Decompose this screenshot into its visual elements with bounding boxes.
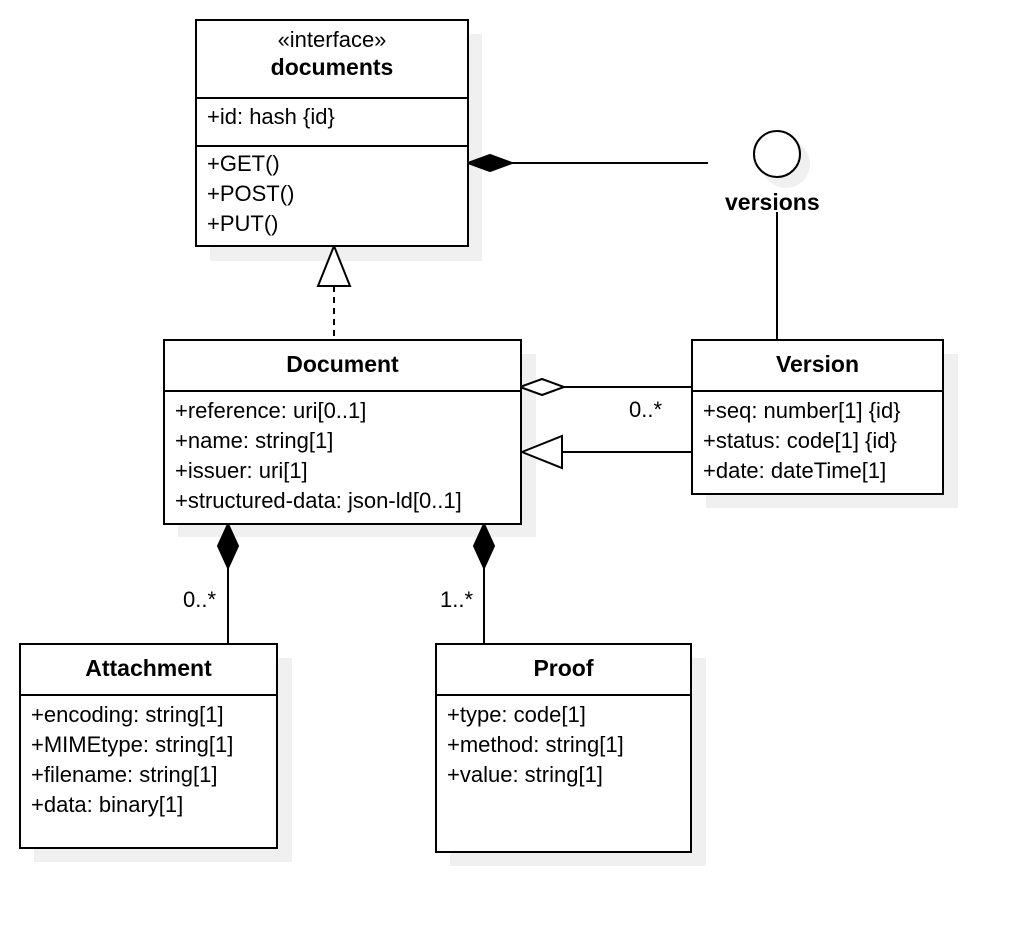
proof-class-header: Proof bbox=[437, 645, 690, 696]
version-class-name: Version bbox=[775, 351, 860, 377]
version-multiplicity-label: 0..* bbox=[629, 397, 663, 422]
version-attribute: +status: code[1] {id} bbox=[703, 428, 897, 453]
attachment-attribute: +MIMEtype: string[1] bbox=[31, 732, 234, 757]
documents-operation: +PUT() bbox=[207, 211, 279, 236]
documents-operation: +POST() bbox=[207, 181, 295, 206]
versions-lollipop-circle bbox=[753, 130, 801, 178]
documents-operation: +GET() bbox=[207, 151, 280, 176]
document-attribute: +reference: uri[0..1] bbox=[175, 398, 367, 423]
documents-interface[interactable]: «interface» documents +id: hash {id} +GE… bbox=[195, 19, 469, 247]
document-attribute: +structured-data: json-ld[0..1] bbox=[175, 488, 462, 513]
proof-attribute: +type: code[1] bbox=[447, 702, 586, 727]
attachment-attributes: +encoding: string[1] +MIMEtype: string[1… bbox=[21, 696, 276, 820]
proof-attributes: +type: code[1] +method: string[1] +value… bbox=[437, 696, 690, 790]
documents-attributes: +id: hash {id} bbox=[197, 99, 467, 147]
document-attribute: +issuer: uri[1] bbox=[175, 458, 308, 483]
documents-attribute: +id: hash {id} bbox=[207, 104, 335, 129]
attachment-attribute: +data: binary[1] bbox=[31, 792, 184, 817]
proof-composition-diamond bbox=[472, 521, 496, 571]
version-attribute: +date: dateTime[1] bbox=[703, 458, 887, 483]
proof-class[interactable]: Proof +type: code[1] +method: string[1] … bbox=[435, 643, 692, 853]
proof-class-name: Proof bbox=[533, 655, 594, 681]
attachment-attribute: +filename: string[1] bbox=[31, 762, 218, 787]
document-attribute: +name: string[1] bbox=[175, 428, 334, 453]
proof-multiplicity-label: 1..* bbox=[440, 587, 474, 612]
proof-attribute: +method: string[1] bbox=[447, 732, 624, 757]
attachment-class[interactable]: Attachment +encoding: string[1] +MIMEtyp… bbox=[19, 643, 278, 849]
document-class-header: Document bbox=[165, 341, 520, 392]
version-class[interactable]: Version +seq: number[1] {id} +status: co… bbox=[691, 339, 944, 495]
versions-composition-diamond bbox=[465, 153, 515, 173]
version-class-header: Version bbox=[693, 341, 942, 392]
document-class[interactable]: Document +reference: uri[0..1] +name: st… bbox=[163, 339, 522, 525]
documents-interface-header: «interface» documents bbox=[197, 21, 467, 99]
attachment-attribute: +encoding: string[1] bbox=[31, 702, 224, 727]
version-aggregation-diamond bbox=[517, 377, 567, 397]
document-attributes: +reference: uri[0..1] +name: string[1] +… bbox=[165, 392, 520, 516]
attachment-multiplicity-label: 0..* bbox=[183, 587, 217, 612]
realization-arrowhead bbox=[316, 243, 352, 287]
documents-operations: +GET() +POST() +PUT() bbox=[197, 147, 467, 239]
proof-attribute: +value: string[1] bbox=[447, 762, 603, 787]
attachment-composition-diamond bbox=[216, 521, 240, 571]
interface-stereotype: «interface» bbox=[277, 27, 387, 52]
document-class-name: Document bbox=[286, 351, 399, 377]
versions-interface-label: versions bbox=[725, 189, 820, 215]
attachment-class-header: Attachment bbox=[21, 645, 276, 696]
version-attributes: +seq: number[1] {id} +status: code[1] {i… bbox=[693, 392, 942, 486]
version-attribute: +seq: number[1] {id} bbox=[703, 398, 901, 423]
version-generalization-arrowhead bbox=[519, 434, 563, 470]
attachment-class-name: Attachment bbox=[85, 655, 212, 681]
documents-interface-name: documents bbox=[270, 54, 394, 80]
